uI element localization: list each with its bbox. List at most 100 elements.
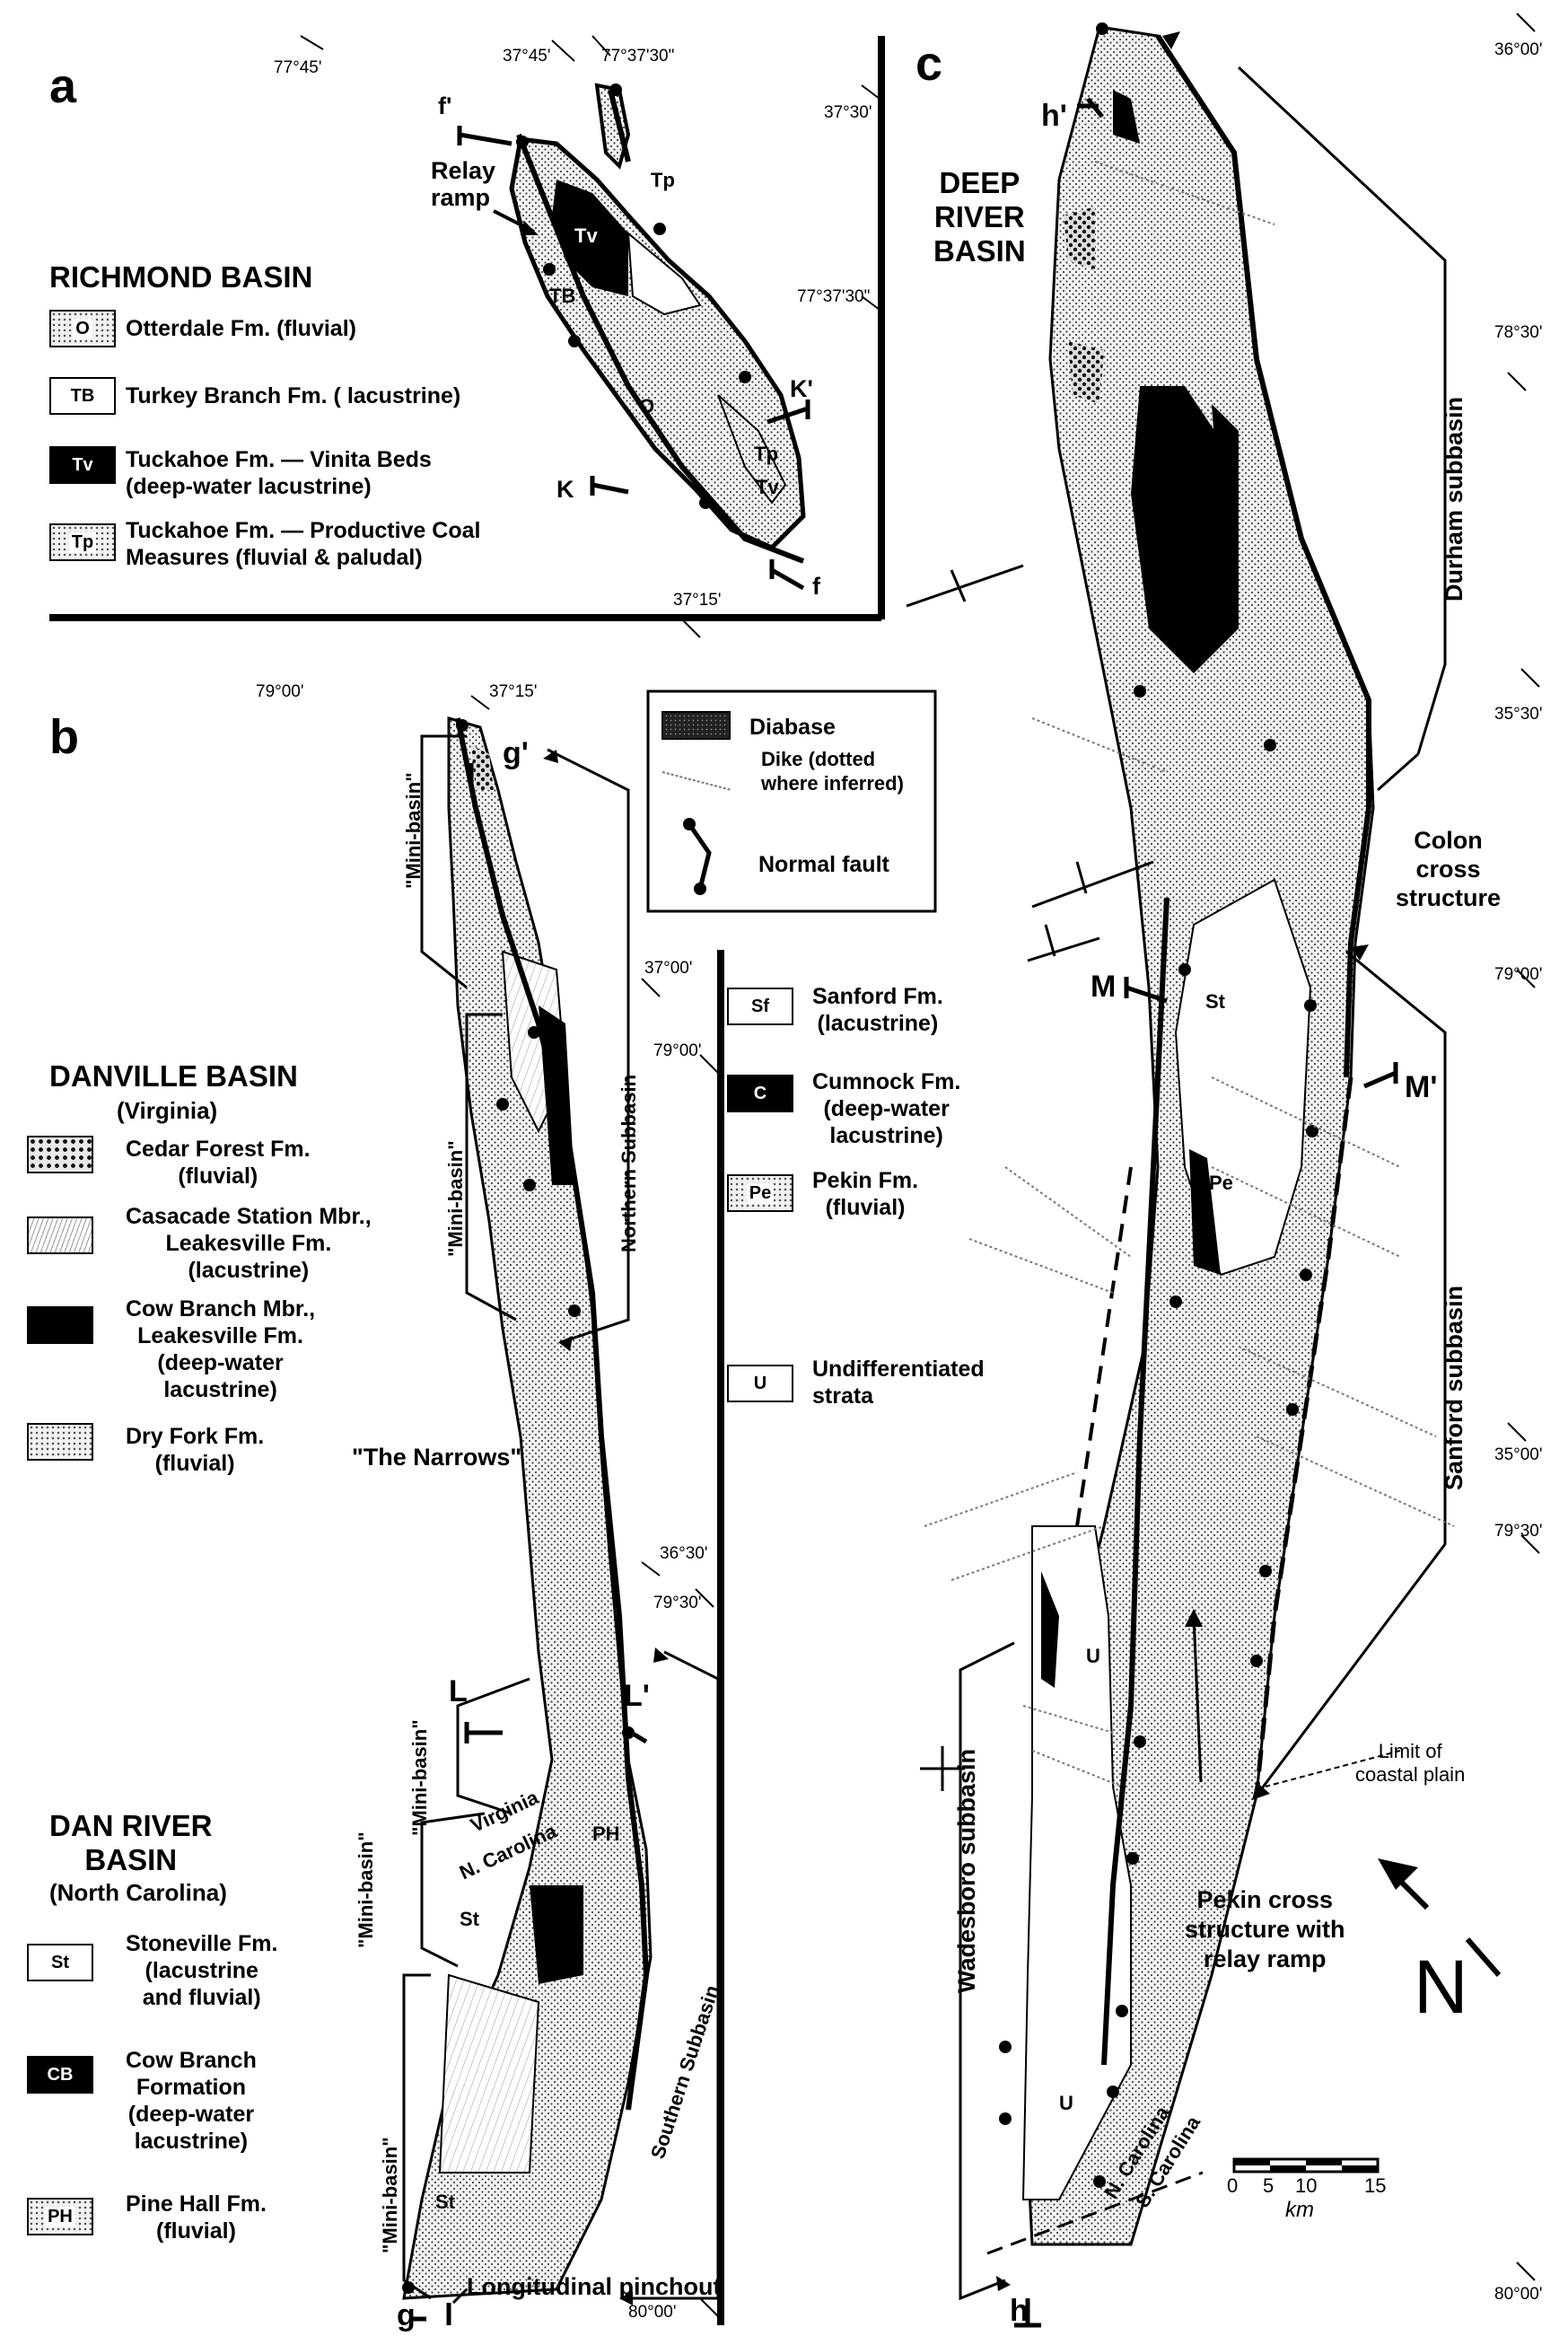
danville-basin-map bbox=[402, 695, 720, 2325]
coord-label: 78°30' bbox=[1494, 323, 1543, 342]
cedar-forest-swatch bbox=[27, 1136, 93, 1173]
diabase-label: Diabase bbox=[749, 715, 836, 740]
sanford-swatch: Sf bbox=[727, 988, 793, 1025]
danville-basin-subtitle: (Virginia) bbox=[117, 1097, 218, 1124]
coord-label: 37°30' bbox=[824, 103, 872, 122]
section-g-prime-label: g' bbox=[503, 736, 529, 770]
cumnock-label: Cumnock Fm. (deep-water lacustrine) bbox=[812, 1069, 961, 1148]
scale-tick-label: 0 bbox=[1227, 2174, 1239, 2197]
coord-label: 35°30' bbox=[1494, 705, 1543, 724]
undifferentiated-label: Undifferentiated strata bbox=[812, 1357, 985, 1409]
scale-unit-label: km bbox=[1285, 2198, 1314, 2222]
otterdale-swatch: O bbox=[49, 310, 116, 347]
stoneville-label: Stoneville Fm. (lacustrine and fluvial) bbox=[126, 1931, 278, 2010]
dike-label: Dike (dotted where inferred) bbox=[761, 748, 904, 795]
mini-basin-label: "Mini-basin" bbox=[402, 772, 425, 889]
normal-fault-label: Normal fault bbox=[758, 852, 889, 877]
section-m-prime-label: M' bbox=[1405, 1070, 1438, 1104]
danville-basin-title: DANVILLE BASIN bbox=[49, 1059, 298, 1093]
richmond-o-label: O bbox=[639, 395, 655, 417]
richmond-tb-label: TB bbox=[549, 285, 576, 307]
productive-coal-swatch: Tp bbox=[49, 523, 116, 561]
coord-label: 79°00' bbox=[1494, 965, 1543, 984]
coastal-plain-label: Limit of coastal plain bbox=[1355, 1740, 1466, 1786]
section-m-label: M bbox=[1091, 970, 1117, 1004]
normal-fault-symbol bbox=[683, 818, 712, 895]
coord-label: 80°00' bbox=[628, 2303, 677, 2322]
coord-label: 36°00' bbox=[1494, 40, 1543, 59]
deepriver-c-label: C bbox=[1185, 1095, 1199, 1118]
pekin-label: Pekin Fm. (fluvial) bbox=[812, 1168, 919, 1220]
undifferentiated-swatch: U bbox=[727, 1365, 793, 1402]
deep-river-basin-map bbox=[906, 13, 1540, 2328]
otterdale-label: Otterdale Fm. (fluvial) bbox=[126, 316, 356, 341]
coord-label: 79°00' bbox=[256, 682, 304, 701]
colon-cross-structure-label: Colon cross structure bbox=[1396, 827, 1502, 911]
danriver-st-label: St bbox=[460, 1908, 479, 1930]
panel-b-letter: b bbox=[49, 710, 79, 764]
cumnock-swatch: C bbox=[727, 1075, 793, 1112]
deepriver-u-label: U bbox=[1059, 2092, 1073, 2114]
deep-river-basin-title: DEEP RIVER BASIN bbox=[933, 166, 1026, 268]
mini-basin-label: "Mini-basin" bbox=[355, 1831, 377, 1948]
pekin-cross-structure-label: Pekin cross structure with relay ramp bbox=[1185, 1886, 1345, 1972]
pine-hall-label: Pine Hall Fm. (fluvial) bbox=[126, 2191, 267, 2244]
relay-ramp-label: Relay ramp bbox=[431, 157, 496, 211]
cow-branch-fm-label: Cow Branch Formation (deep-water lacustr… bbox=[126, 2048, 257, 2154]
section-l-prime-label: L' bbox=[624, 1679, 650, 1713]
diabase-swatch bbox=[661, 711, 731, 740]
turkey-branch-label: Turkey Branch Fm. ( lacustrine) bbox=[126, 383, 461, 408]
deepriver-u-label: U bbox=[1086, 1645, 1100, 1667]
section-k-label: K bbox=[556, 476, 574, 503]
pine-hall-swatch: PH bbox=[27, 2198, 93, 2235]
pekin-swatch: Pe bbox=[727, 1174, 793, 1212]
scale-tick-label: 5 bbox=[1263, 2174, 1275, 2197]
dike-symbol bbox=[661, 771, 732, 791]
sanford-subbasin-label: Sanford subbasin bbox=[1441, 1285, 1467, 1490]
durham-subbasin-label: Durham subbasin bbox=[1441, 396, 1467, 602]
the-narrows-label: "The Narrows" bbox=[352, 1444, 522, 1471]
danriver-st-label: St bbox=[435, 2191, 455, 2213]
sanford-label: Sanford Fm. (lacustrine) bbox=[812, 984, 943, 1036]
mini-basin-label: "Mini-basin" bbox=[379, 2137, 401, 2253]
mini-basin-label: "Mini-basin" bbox=[408, 1719, 431, 1836]
section-f-prime-label: f' bbox=[438, 92, 452, 119]
panel-a-frame bbox=[49, 36, 885, 621]
coord-label: 80°00' bbox=[1494, 2285, 1543, 2304]
dry-fork-swatch bbox=[27, 1423, 93, 1461]
section-k-prime-label: K' bbox=[790, 375, 813, 402]
section-g-label: g bbox=[397, 2298, 416, 2332]
richmond-tp2-label: Tp bbox=[754, 443, 778, 465]
coord-label: 79°00' bbox=[653, 1041, 702, 1060]
cow-branch-fm-swatch: CB bbox=[27, 2056, 93, 2094]
coord-label: 36°30' bbox=[660, 1544, 708, 1563]
section-l-label: L bbox=[449, 1674, 468, 1708]
richmond-tp-label: Tp bbox=[651, 169, 675, 191]
cascade-station-swatch bbox=[27, 1216, 93, 1254]
coord-label: 77°37'30" bbox=[797, 287, 871, 306]
coord-label: 37°45' bbox=[503, 47, 551, 66]
northern-subbasin-label: Northern Subbasin bbox=[618, 1074, 640, 1252]
cascade-station-label: Casacade Station Mbr., Leakesville Fm. (… bbox=[126, 1204, 372, 1283]
richmond-tv2-label: Tv bbox=[756, 476, 779, 498]
dan-river-basin-title: DAN RIVER BASIN bbox=[49, 1809, 213, 1876]
cedar-forest-label: Cedar Forest Fm. (fluvial) bbox=[126, 1137, 311, 1189]
richmond-basin-title: RICHMOND BASIN bbox=[49, 260, 313, 294]
coord-label: 77°45' bbox=[274, 58, 322, 77]
panel-a-letter: a bbox=[49, 59, 77, 113]
coord-label: 79°30' bbox=[653, 1594, 702, 1612]
danriver-ph-label: PH bbox=[592, 1822, 620, 1845]
turkey-branch-swatch: TB bbox=[49, 377, 116, 415]
coord-label: 79°30' bbox=[1494, 1522, 1543, 1541]
longitudinal-pinchout-label: Longitudinal pinchout bbox=[467, 2273, 722, 2300]
richmond-tv-label: Tv bbox=[574, 224, 598, 247]
section-h-label: h bbox=[1010, 2294, 1029, 2328]
panel-c-letter: c bbox=[915, 37, 943, 91]
section-f-label: f bbox=[812, 573, 820, 600]
scale-tick-label: 10 bbox=[1295, 2174, 1318, 2197]
wadesboro-subbasin-label: Wadesboro subbasin bbox=[953, 1748, 980, 1993]
danriver-cb-label: CB bbox=[552, 1926, 581, 1948]
deepriver-pe-label: Pe bbox=[1209, 1172, 1233, 1194]
deepriver-st-label: St bbox=[1205, 990, 1225, 1013]
